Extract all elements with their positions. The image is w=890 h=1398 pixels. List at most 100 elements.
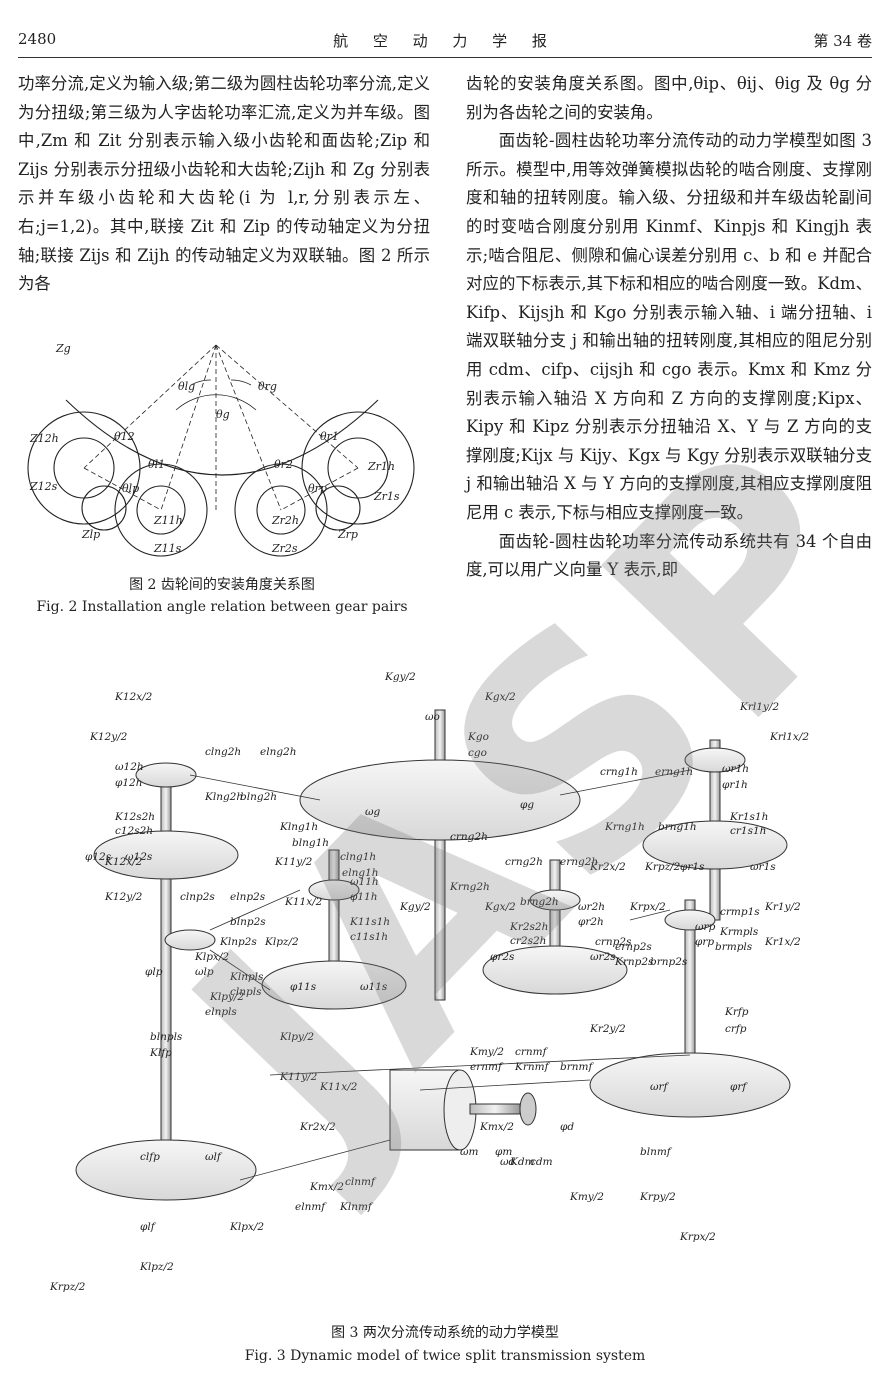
gear-r2s (482, 945, 628, 995)
gear-rp (664, 909, 716, 931)
fig3-label: crfp (725, 1023, 747, 1035)
fig3-label: Klfp (149, 1047, 172, 1059)
fig3-label: φr2s (490, 951, 515, 963)
fig3-label: Krnp2s (614, 956, 654, 968)
fig3-label: K12x/2 (104, 856, 143, 868)
fig3-label: elnp2s (230, 891, 266, 903)
fig3-label: ernmf (470, 1061, 504, 1073)
fig3-label: blng1h (292, 837, 329, 849)
fig3-label: Klpz/2 (264, 936, 299, 948)
fig3-label: φ12h (115, 777, 142, 789)
fig3-label: cr2s2h (510, 935, 546, 947)
figure-2-caption-cn: 图 2 齿轮间的安装角度关系图 (129, 577, 315, 593)
fig3-label: Kr1s1h (729, 811, 768, 823)
gear-12h (135, 762, 197, 788)
fig3-label: Krng2h (449, 881, 490, 893)
fig3-label: ernp2s (615, 941, 652, 953)
gear-r1s (642, 820, 788, 870)
fig3-label: Krnmf (514, 1061, 551, 1073)
fig3-label: ωlf (205, 1151, 223, 1163)
fig3-label: φlf (140, 1221, 157, 1233)
fig3-label: cdm (530, 1156, 553, 1168)
fig3-label: Krpy/2 (639, 1191, 676, 1203)
fig3-label: φr1h (722, 779, 748, 791)
fig3-label: Kmy/2 (569, 1191, 604, 1203)
output-shaft (434, 709, 446, 1001)
fig3-label: Kgx/2 (484, 691, 516, 703)
fig3-label: Kr2y/2 (589, 1023, 626, 1035)
fig3-label: clnpls (230, 986, 262, 998)
gear-lp (164, 929, 216, 951)
gear-r1h (684, 747, 746, 773)
left-paragraph-1: 功率分流,定义为输入级;第二级为圆柱齿轮功率分流,定义为分扭级;第三级为人字齿轮… (18, 74, 430, 294)
fig3-label: Klpx/2 (229, 1221, 264, 1233)
fig3-label: φrp (695, 936, 714, 948)
fig3-label: φm (495, 1146, 512, 1158)
fig2-label: Zrp (337, 528, 358, 541)
fig3-label: Klng1h (279, 821, 318, 833)
fig2-label: Zr1s (373, 490, 400, 503)
fig3-label: crng2h (505, 856, 543, 868)
fig3-label: crnp2s (595, 936, 632, 948)
fig3-label: ω12h (115, 761, 144, 773)
input-disk-d (519, 1092, 537, 1126)
fig3-label: elng1h (342, 867, 379, 879)
fig3-label: blnmf (640, 1146, 673, 1158)
fig3-label: c12s2h (115, 825, 153, 837)
fig3-label: φrf (730, 1081, 748, 1093)
fig3-label: φr1s (680, 861, 705, 873)
gear-circle (81, 485, 127, 531)
fig3-label: Krpz/2 (49, 1281, 86, 1293)
fig3-label: φ11h (350, 891, 377, 903)
gear-circle (136, 485, 186, 535)
fig2-label: θrg (258, 380, 277, 393)
fig3-label: ωd (500, 1156, 516, 1168)
right-paragraph-3: 面齿轮-圆柱齿轮功率分流传动系统共有 34 个自由度,可以用广义向量 Y 表示,… (466, 531, 872, 580)
gear-circle (301, 411, 415, 525)
fig3-label: Krpz/2 (644, 861, 681, 873)
right-paragraph-1: 齿轮的安装角度关系图。图中,θip、θij、θig 及 θg 分别为各齿轮之间的… (466, 74, 872, 122)
fig3-label: Krl1y/2 (739, 701, 779, 713)
fig3-label: elng2h (260, 746, 297, 758)
fig2-label: θr1 (320, 430, 339, 443)
fig2-label: θg (216, 408, 230, 421)
fig3-label: Kmx/2 (479, 1121, 514, 1133)
fig3-label: elnpls (205, 1006, 237, 1018)
fig3-label: Krpx/2 (629, 901, 666, 913)
fig3-label: Kr2s2h (509, 921, 548, 933)
fig3-label: ωr1s (750, 861, 776, 873)
fig3-label: brng2h (520, 896, 559, 908)
fig3-label: ωg (365, 806, 381, 818)
fig3-label: Kr1y/2 (764, 901, 801, 913)
gear-12s (93, 830, 239, 880)
fig3-label: clng2h (205, 746, 241, 758)
fig3-label: clfp (140, 1151, 160, 1163)
running-header: 2480 航 空 动 力 学 报 第 34 卷 (18, 24, 872, 52)
fig3-label: K11x/2 (319, 1081, 358, 1093)
fig3-label: Klpy/2 (209, 991, 244, 1003)
gear-circle (315, 485, 361, 531)
fig3-label: brnp2s (650, 956, 688, 968)
fig3-label: K12y/2 (89, 731, 128, 743)
fig2-label: Zg (55, 342, 71, 355)
fig3-label: erng2h (560, 856, 598, 868)
fig2-label: Zr2s (271, 542, 298, 555)
fig3-label: Kgo (467, 731, 489, 743)
fig3-label: Klpx/2 (194, 951, 229, 963)
fig3-label: Klnmf (339, 1201, 374, 1213)
right-column: 齿轮的安装角度关系图。图中,θip、θij、θig 及 θg 分别为各齿轮之间的… (466, 70, 872, 585)
fig2-label: θlg (178, 380, 195, 393)
fig3-label: Klnpls (229, 971, 264, 983)
fig3-label: K12y/2 (104, 891, 143, 903)
fig3-label: cr1s1h (730, 825, 766, 837)
gear-circle (256, 485, 306, 535)
fig3-label: Klpz/2 (139, 1261, 174, 1273)
fig2-label: θrp (308, 482, 327, 495)
fig3-label: Krl1x/2 (769, 731, 809, 743)
fig3-label: blnpls (150, 1031, 183, 1043)
input-shaft (469, 1103, 521, 1115)
gear-11h (308, 879, 360, 901)
figure-3-dynamic-model: Kgy/2Kgx/2ωoKgocgoωgφgcrng2hK12x/2K12y/2… (49, 671, 809, 1293)
fig3-label: crng1h (600, 766, 638, 778)
fig3-label: cgo (468, 747, 487, 759)
